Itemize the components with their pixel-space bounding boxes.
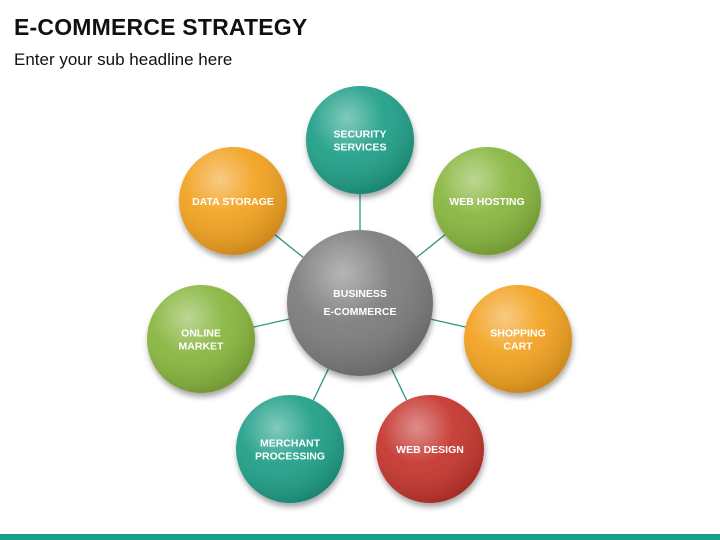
footer-bar	[0, 534, 720, 540]
center-highlight	[287, 230, 433, 376]
node-label: WEB HOSTING	[449, 196, 524, 208]
node-highlight	[179, 147, 287, 255]
node-label: SERVICES	[334, 142, 387, 154]
connector-lines	[253, 194, 466, 401]
node-highlight	[464, 285, 572, 393]
node-label: SECURITY	[333, 129, 386, 141]
node-highlight	[236, 395, 344, 503]
connector-web-hosting	[416, 234, 446, 258]
node-data-storage: DATA STORAGE	[179, 147, 287, 255]
center-node: BUSINESS E-COMMERCE	[287, 230, 433, 376]
center-label-line1: BUSINESS	[333, 288, 387, 300]
center-label-line2: E-COMMERCE	[324, 306, 397, 318]
node-label: WEB DESIGN	[396, 444, 464, 456]
page-title: E-COMMERCE STRATEGY	[14, 14, 308, 40]
node-label: ONLINE	[181, 328, 221, 340]
node-label: MERCHANT	[260, 438, 321, 450]
node-web-design: WEB DESIGN	[376, 395, 484, 503]
node-highlight	[306, 86, 414, 194]
node-label: MARKET	[179, 341, 224, 353]
node-web-hosting: WEB HOSTING	[433, 147, 541, 255]
node-highlight	[147, 285, 255, 393]
connector-merchant-processing	[312, 368, 330, 401]
connector-web-design	[390, 368, 408, 401]
node-label: CART	[503, 341, 533, 353]
node-highlight	[433, 147, 541, 255]
connector-online-market	[253, 318, 289, 328]
connector-data-storage	[274, 234, 304, 258]
node-highlight	[376, 395, 484, 503]
connector-shopping-cart	[431, 318, 466, 328]
node-label: DATA STORAGE	[192, 196, 274, 208]
node-label: SHOPPING	[490, 328, 545, 340]
node-label: PROCESSING	[255, 451, 325, 463]
page-subtitle: Enter your sub headline here	[14, 50, 233, 69]
